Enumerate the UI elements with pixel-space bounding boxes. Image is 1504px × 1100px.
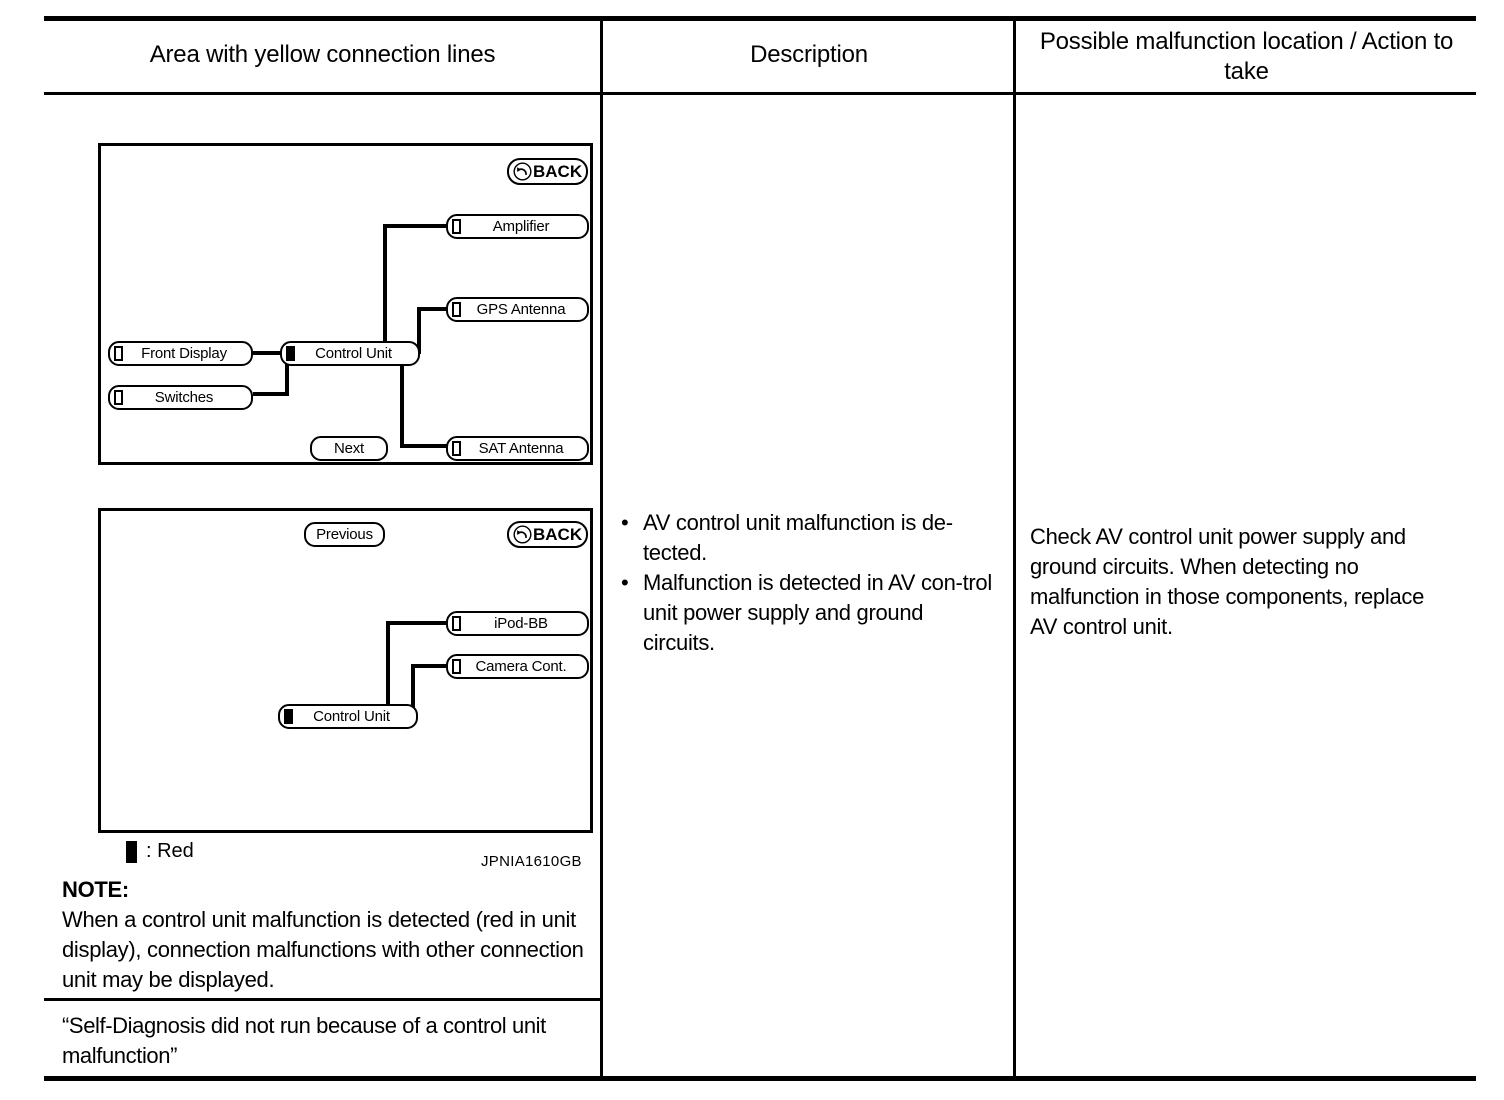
node-control-unit[interactable]: Control Unit bbox=[280, 341, 420, 366]
node-status-marker bbox=[452, 441, 461, 456]
back-button-label: BACK bbox=[533, 525, 583, 544]
back-button-label: BACK bbox=[533, 162, 583, 181]
bullet-icon: • bbox=[621, 570, 629, 595]
node-sat-antenna[interactable]: SAT Antenna bbox=[446, 436, 589, 461]
description-item-text: AV control unit malfunction is de-tected… bbox=[643, 510, 953, 565]
av-diagram-screen-2: Previous BACK iPod-BB Camera Cont. Contr… bbox=[98, 508, 593, 833]
node-status-marker-red bbox=[284, 709, 293, 724]
node-label: Amplifier bbox=[492, 218, 550, 235]
bullet-icon: • bbox=[621, 510, 629, 535]
wire-switches-to-control-unit-v bbox=[285, 351, 289, 396]
wire-control-unit-to-amplifier-h bbox=[383, 224, 449, 228]
table-top-border bbox=[44, 16, 1476, 21]
figure-id: JPNIA1610GB bbox=[481, 853, 582, 870]
node-control-unit[interactable]: Control Unit bbox=[278, 704, 418, 729]
note-title: NOTE: bbox=[62, 877, 129, 902]
node-label: GPS Antenna bbox=[476, 301, 566, 318]
action-text: Check AV control unit power supply and g… bbox=[1030, 524, 1425, 639]
note-quote-divider bbox=[44, 998, 601, 1001]
back-arrow-icon bbox=[513, 162, 532, 181]
node-label: Control Unit bbox=[313, 708, 390, 725]
back-button[interactable]: BACK bbox=[507, 158, 588, 185]
back-arrow-icon bbox=[513, 525, 532, 544]
node-status-marker bbox=[452, 302, 461, 317]
description-item: • AV control unit malfunction is de-tect… bbox=[617, 508, 997, 568]
node-switches[interactable]: Switches bbox=[108, 385, 253, 410]
node-label: iPod-BB bbox=[494, 615, 548, 632]
node-label: Control Unit bbox=[315, 345, 392, 362]
back-button[interactable]: BACK bbox=[507, 521, 588, 548]
wire-switches-to-control-unit-h bbox=[253, 392, 289, 396]
wire-front-display-to-control-unit bbox=[253, 351, 285, 355]
column-divider-1 bbox=[600, 16, 603, 1081]
column-header-description: Description bbox=[750, 41, 868, 68]
node-label: Camera Cont. bbox=[475, 658, 567, 675]
node-camera-cont[interactable]: Camera Cont. bbox=[446, 654, 589, 679]
description-item: • Malfunction is detected in AV con-trol… bbox=[617, 568, 997, 658]
self-diagnosis-quote: “Self-Diagnosis did not run because of a… bbox=[62, 1013, 546, 1068]
wire-control-unit-to-ipod-h bbox=[386, 621, 449, 625]
node-status-marker-red bbox=[286, 346, 295, 361]
node-ipod-bb[interactable]: iPod-BB bbox=[446, 611, 589, 636]
column-divider-2 bbox=[1013, 16, 1016, 1081]
node-status-marker bbox=[114, 390, 123, 405]
av-diagram-screen-1: BACK Amplifier GPS Antenna Front Display… bbox=[98, 143, 593, 465]
node-status-marker bbox=[452, 219, 461, 234]
table-header-divider bbox=[44, 92, 1476, 95]
node-status-marker bbox=[452, 659, 461, 674]
description-item-text: Malfunction is detected in AV con-trol u… bbox=[643, 570, 992, 655]
node-label: Switches bbox=[154, 389, 214, 406]
table-bottom-border bbox=[44, 1076, 1476, 1081]
description-list: • AV control unit malfunction is de-tect… bbox=[617, 508, 997, 658]
next-button[interactable]: Next bbox=[310, 436, 388, 461]
wire-control-unit-to-ipod-v bbox=[386, 621, 390, 716]
wire-control-unit-to-sat-v bbox=[400, 364, 404, 448]
wire-control-unit-to-amplifier-v bbox=[383, 224, 387, 354]
legend: : Red bbox=[126, 840, 194, 863]
legend-red-swatch-icon bbox=[126, 840, 137, 863]
wire-control-unit-to-sat-h bbox=[400, 444, 449, 448]
wire-control-unit-to-camera-h bbox=[411, 664, 449, 668]
node-label: Front Display bbox=[141, 345, 227, 362]
note-body: When a control unit malfunction is detec… bbox=[62, 907, 584, 992]
node-status-marker bbox=[452, 616, 461, 631]
node-status-marker bbox=[114, 346, 123, 361]
node-label: SAT Antenna bbox=[478, 440, 564, 457]
column-header-area: Area with yellow connection lines bbox=[149, 41, 496, 68]
column-header-action: Possible malfunction location / Action t… bbox=[1039, 28, 1454, 85]
wire-control-unit-to-gps-h bbox=[417, 307, 449, 311]
note-block: NOTE: When a control unit malfunction is… bbox=[62, 875, 597, 995]
wire-control-unit-to-camera-v bbox=[411, 664, 415, 716]
node-front-display[interactable]: Front Display bbox=[108, 341, 253, 366]
node-gps-antenna[interactable]: GPS Antenna bbox=[446, 297, 589, 322]
previous-button[interactable]: Previous bbox=[304, 522, 385, 547]
legend-label: : Red bbox=[146, 840, 194, 862]
node-amplifier[interactable]: Amplifier bbox=[446, 214, 589, 239]
wire-control-unit-to-gps-v bbox=[417, 307, 421, 354]
